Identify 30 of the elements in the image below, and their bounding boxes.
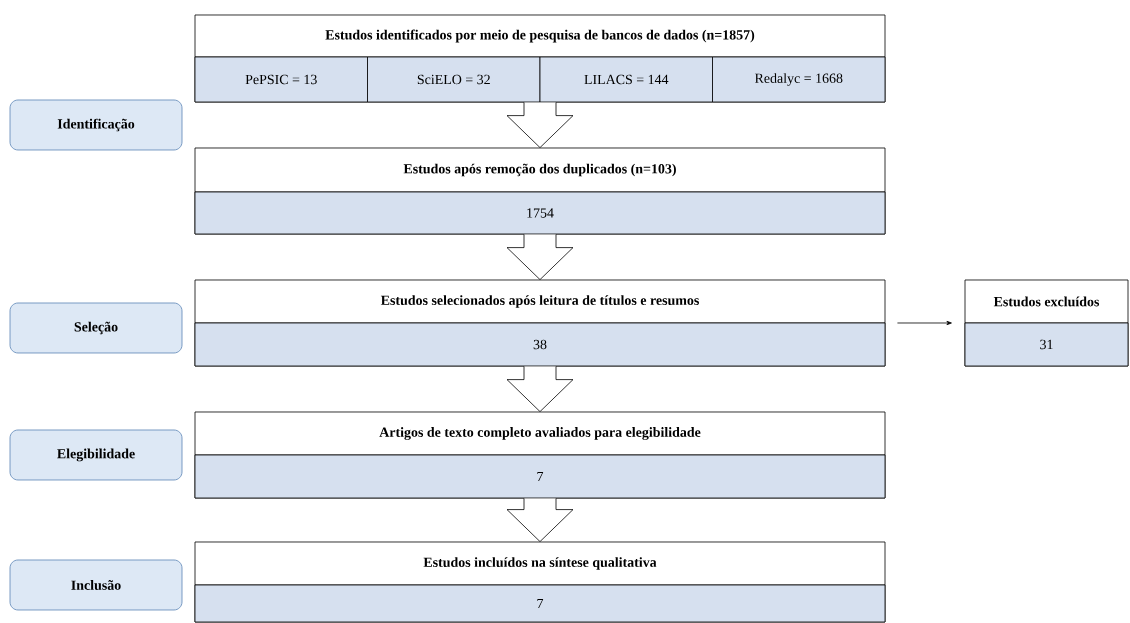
flow-box <box>194 411 886 499</box>
table-cell: Redalyc = 1668 <box>712 56 886 103</box>
box-heading: Estudos excluídos <box>993 296 1100 307</box>
stage-label: Elegibilidade <box>9 429 183 481</box>
flow-box <box>194 279 886 367</box>
block-arrow <box>506 102 574 148</box>
table-cell: LILACS = 144 <box>539 56 713 103</box>
box-heading: Estudos após remoção dos duplicados (n=103) <box>403 163 676 177</box>
box-heading: Artigos de texto completo avaliados para elegibilidade <box>379 427 701 440</box>
box-heading: Estudos incluídos na síntese qualitativa <box>423 557 657 570</box>
table-cell: 1754 <box>194 191 886 235</box>
table-cell: 7 <box>194 454 886 499</box>
flow-box <box>964 279 1129 367</box>
table-cell: 31 <box>964 322 1129 367</box>
table-cell: SciELO = 32 <box>367 56 541 103</box>
table-cell: 38 <box>194 322 886 367</box>
block-arrow <box>506 498 574 542</box>
block-arrow <box>506 366 574 412</box>
stage-label: Inclusão <box>9 559 183 611</box>
table-cell: 7 <box>194 584 886 623</box>
box-heading: Estudos identificados por meio de pesquisa de bancos de dados (n=1857) <box>325 29 755 43</box>
flow-box <box>194 541 886 623</box>
table-cell: PePSIC = 13 <box>194 56 368 103</box>
block-arrow <box>506 234 574 280</box>
stage-label: Identificação <box>9 99 183 151</box>
stage-label: Seleção <box>9 302 183 354</box>
flow-box <box>194 14 886 103</box>
flow-box <box>194 147 886 235</box>
box-heading: Estudos selecionados após leitura de títulos e resumos <box>380 295 699 308</box>
arrow <box>897 320 952 326</box>
